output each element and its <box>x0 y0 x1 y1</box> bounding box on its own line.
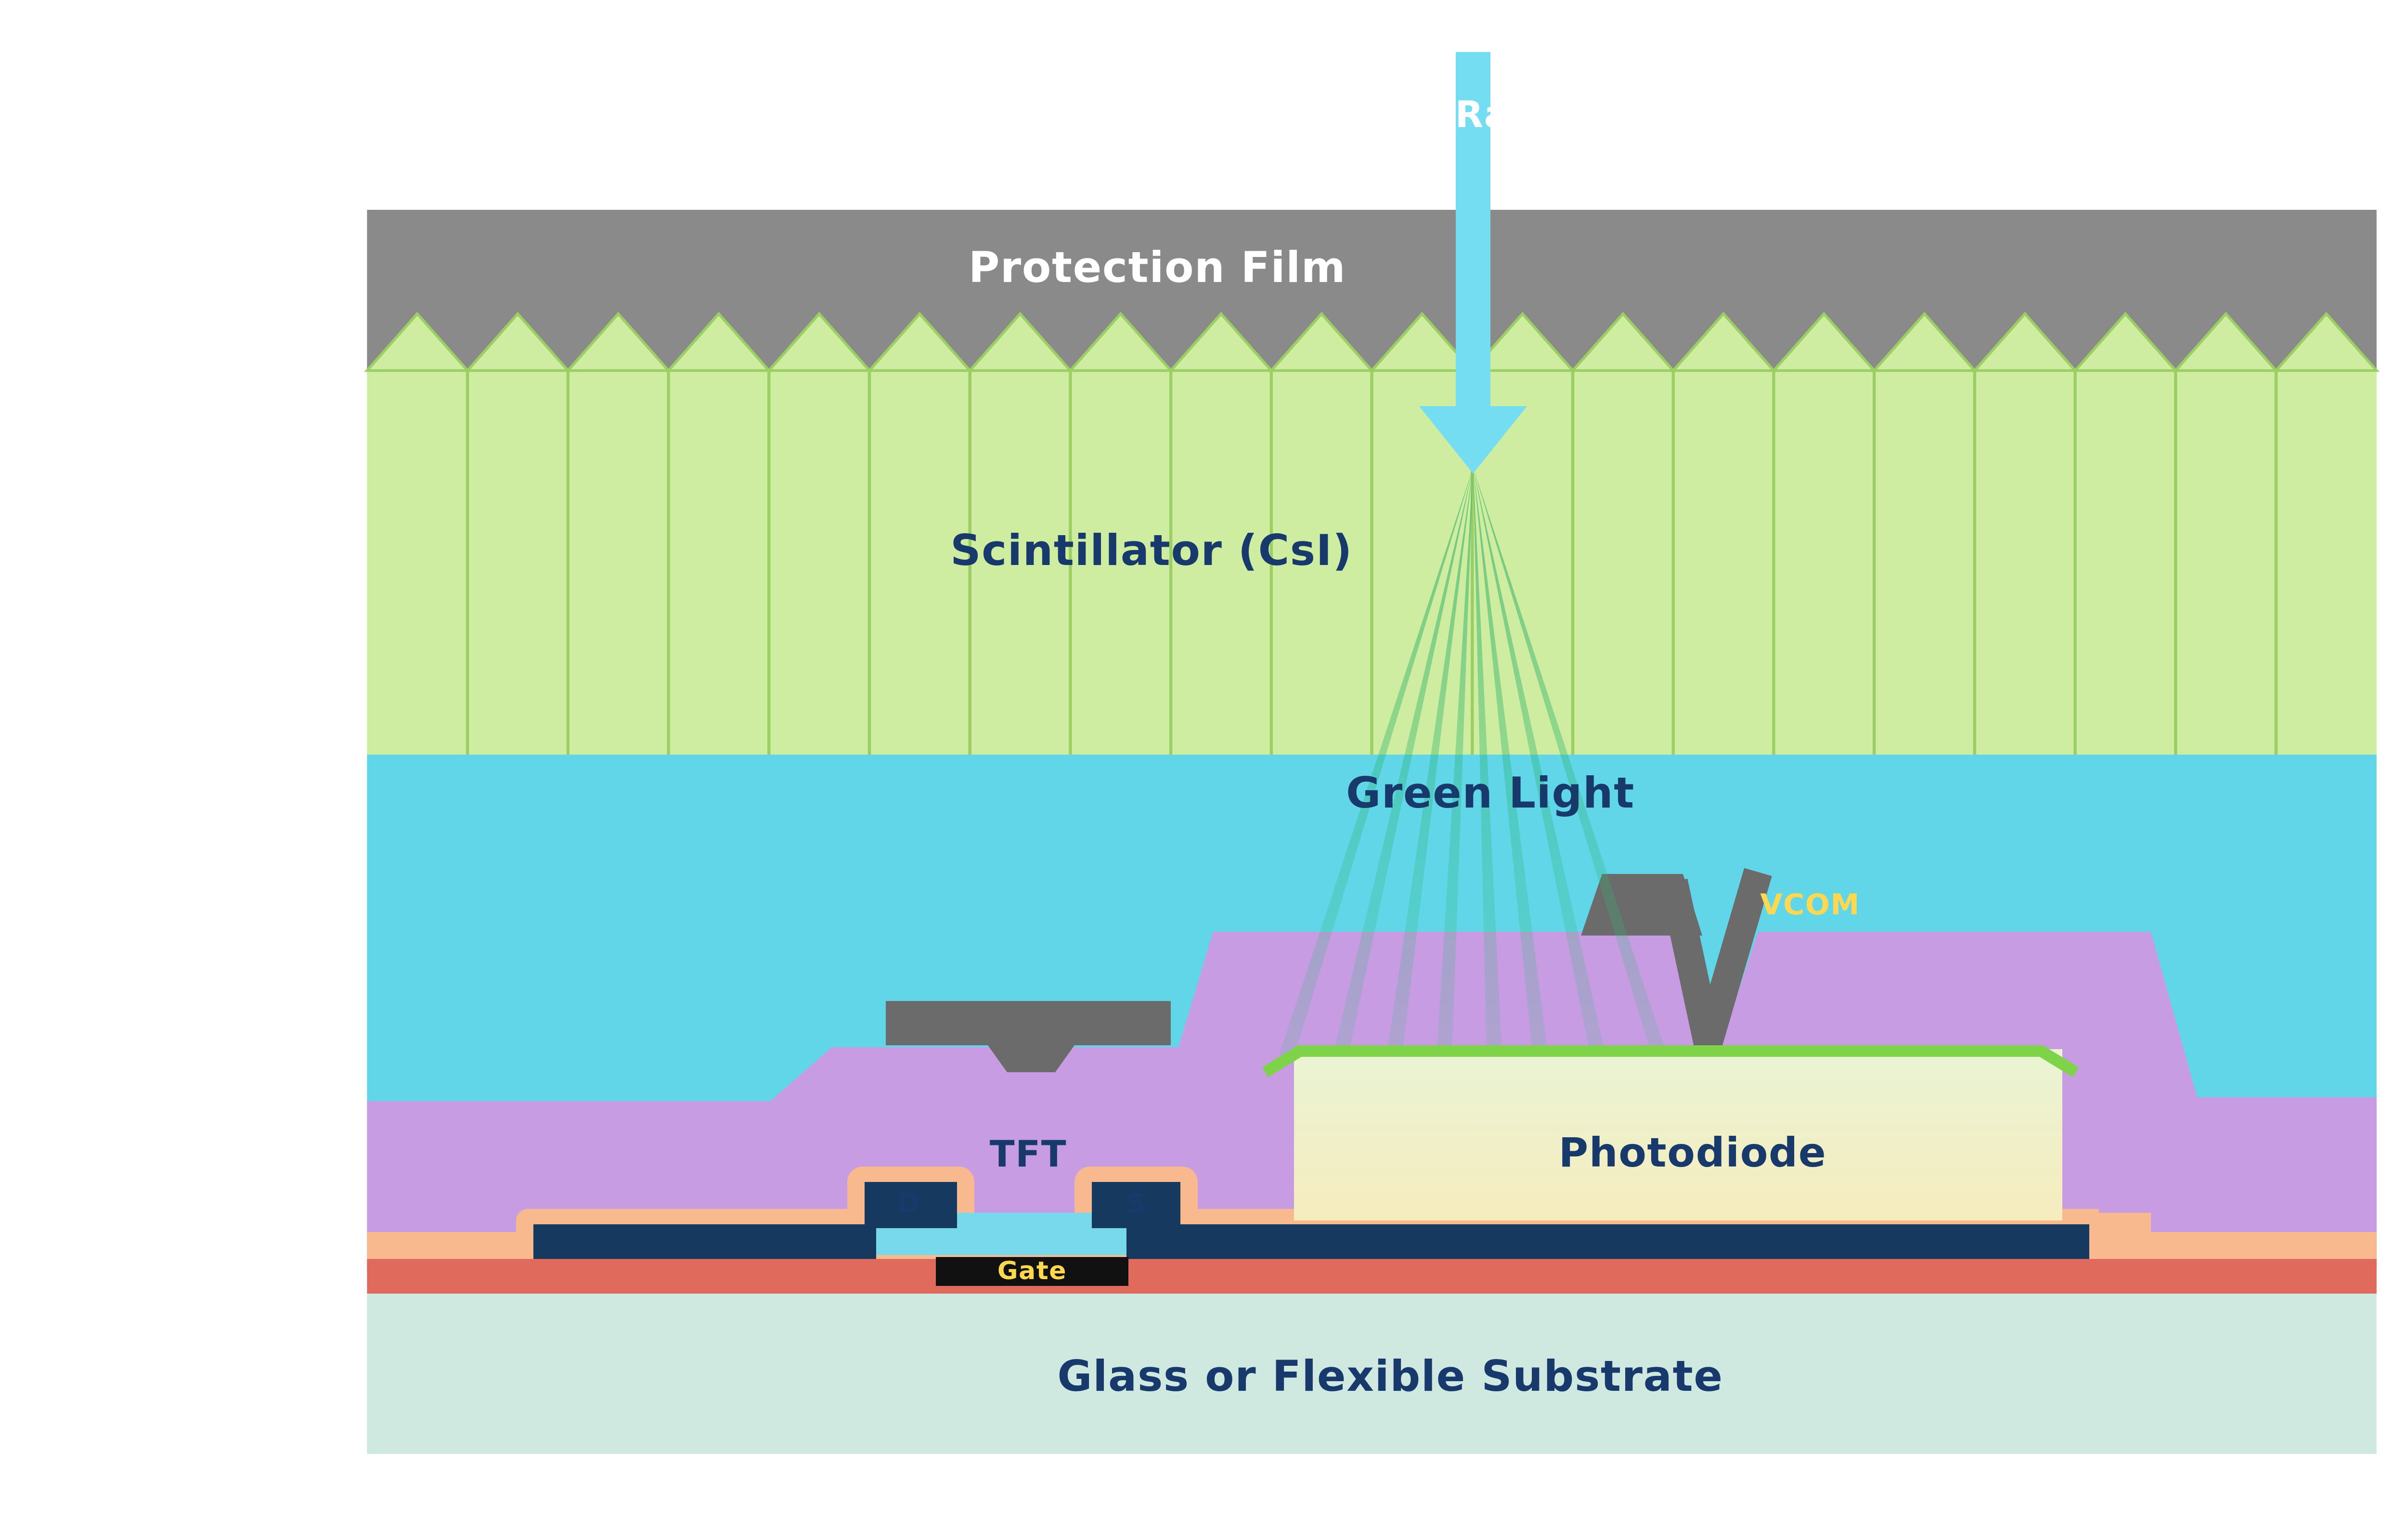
scintillator-column-tip <box>1670 311 1777 372</box>
green-light-ray <box>1279 468 1473 1057</box>
pixel-electrode-metal <box>1126 1224 2089 1259</box>
green-light-ray <box>1473 468 1668 1057</box>
scintillator-column-tip <box>967 311 1074 372</box>
photodiode-top-contact <box>1262 1045 2079 1078</box>
gate-electrode <box>936 1257 1128 1286</box>
scintillator-column-tip <box>1871 311 1978 372</box>
substrate-layer <box>367 1294 2377 1454</box>
photodiode-body <box>1294 1049 2062 1220</box>
scintillator-column-tip <box>565 311 672 372</box>
protection-film-layer <box>367 210 2377 371</box>
scintillator-column-tip <box>665 311 772 372</box>
green-light-ray <box>1473 468 1606 1057</box>
scintillator-teeth <box>364 311 2380 372</box>
scintillator-column-tip <box>1469 311 1576 372</box>
source-line-metal <box>533 1224 876 1259</box>
bias-electrode <box>886 1001 1171 1072</box>
green-light-ray <box>1473 468 1502 1057</box>
gate-insulator-layer <box>367 1259 2377 1294</box>
green-light-ray <box>1333 468 1473 1057</box>
scintillator-column-tip <box>1167 311 1275 372</box>
green-light-ray <box>1386 468 1473 1057</box>
source-electrode-metal <box>1092 1182 1180 1228</box>
scintillator-column-tip <box>1067 311 1174 372</box>
scintillator-column-tip <box>1268 311 1375 372</box>
scintillator-column-tip <box>1971 311 2078 372</box>
green-light-rays <box>1279 468 1668 1057</box>
green-light-ray <box>1436 468 1473 1057</box>
scintillator-column-tip <box>866 311 973 372</box>
xray-arrow-shaft <box>1456 52 1490 410</box>
drain-electrode-metal <box>865 1182 957 1228</box>
scintillator-column-tip <box>2273 311 2380 372</box>
vcom-electrode <box>1659 868 1772 1048</box>
scintillator-column-tip <box>2173 311 2279 372</box>
xray-arrow-head <box>1419 406 1527 474</box>
scintillator-column-tip <box>766 311 873 372</box>
scintillator-column-tip <box>2072 311 2179 372</box>
scintillator-column-tip <box>1369 311 1475 372</box>
scintillator-column-lines <box>466 370 2278 755</box>
green-light-ray <box>1473 468 1548 1057</box>
scintillator-column-tip <box>1771 311 1877 372</box>
scintillator-column-tip <box>1569 311 1676 372</box>
scintillator-column-tip <box>364 311 471 372</box>
scintillator-column-tip <box>464 311 571 372</box>
